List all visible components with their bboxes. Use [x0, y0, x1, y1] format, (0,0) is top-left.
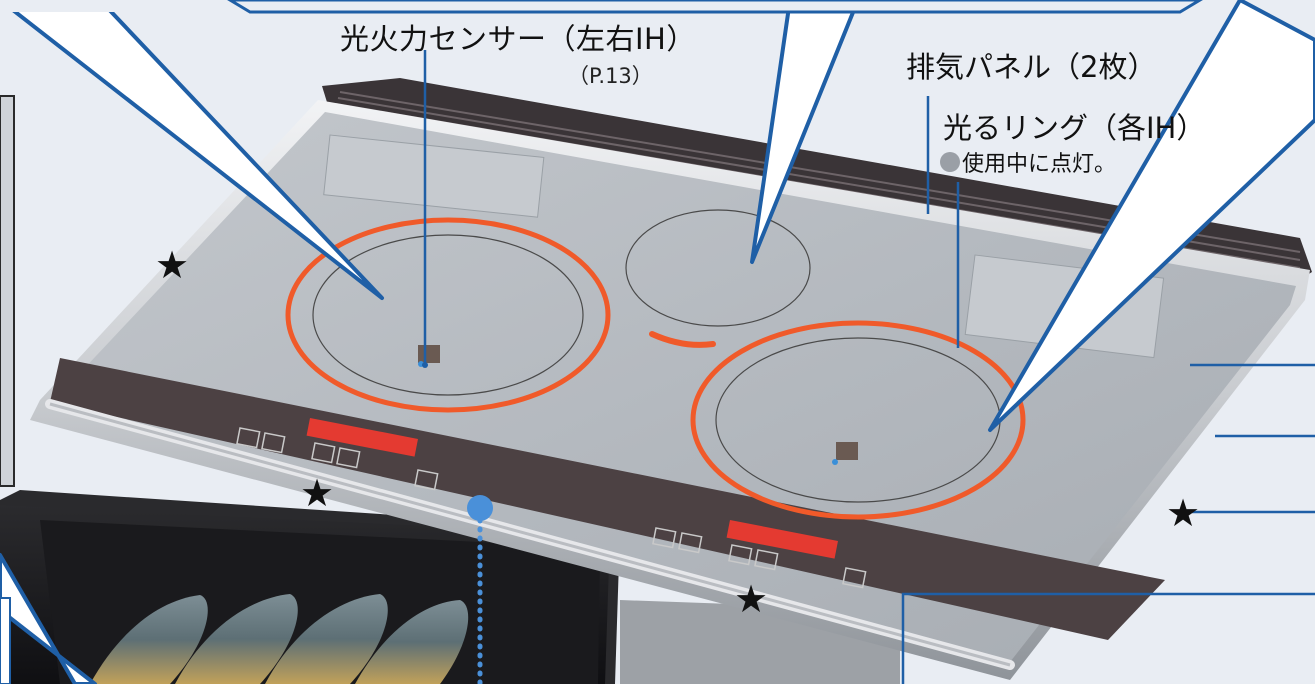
left-controls — [236, 418, 439, 491]
pointer-center-burner — [750, 0, 860, 264]
ring-note: 使用中に点灯。 — [940, 146, 1116, 178]
pointer-right-burner — [988, 0, 1315, 432]
left-panel-edge — [0, 95, 15, 487]
warning-label-left — [323, 134, 545, 218]
leader-lines — [422, 50, 1315, 684]
pointer-left-burner — [0, 0, 384, 300]
sensor-page-ref: （P.13） — [568, 64, 653, 88]
right-controls — [652, 520, 867, 589]
ring-label: 光るリング（各IH） — [943, 111, 1206, 145]
bullet-icon — [940, 152, 960, 172]
center-ih-burner — [625, 209, 811, 327]
grilled-fish — [90, 594, 469, 684]
leader-bottom — [901, 592, 1315, 684]
pointer-grill — [0, 553, 97, 684]
star-marker: ★ — [300, 471, 334, 515]
left-ih-burner — [285, 217, 611, 413]
grill-pointer — [467, 495, 493, 684]
sensor-label: 光火力センサー（左右IH） — [340, 22, 696, 56]
vent-label: 排気パネル（2枚） — [906, 50, 1157, 84]
star-marker: ★ — [1166, 491, 1200, 535]
star-marker: ★ — [734, 577, 768, 621]
glass-top — [50, 112, 1296, 662]
cooktop — [30, 78, 1312, 680]
star-markers: ★ ★ ★ ★ — [155, 243, 1200, 621]
star-marker: ★ — [155, 243, 189, 287]
ring-note-text: 使用中に点灯。 — [962, 152, 1117, 177]
